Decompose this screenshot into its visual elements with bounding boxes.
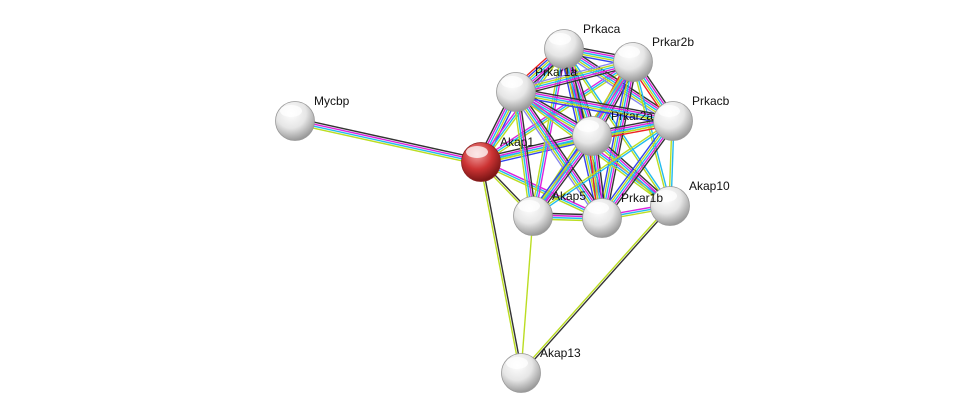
node-highlight [618, 46, 640, 58]
node-prkacb[interactable] [653, 101, 693, 141]
evidence-line-databases [294, 121, 481, 164]
evidence-line-experiments [295, 119, 482, 162]
evidence-line-homology [514, 57, 633, 89]
evidence-line-textmining [479, 163, 602, 221]
node-prkar1a[interactable] [496, 72, 536, 112]
node-prkaca[interactable] [544, 29, 584, 69]
edge-akap1-prkar1b[interactable] [479, 159, 604, 221]
evidence-line-databases [515, 61, 634, 93]
edge-mycbp-akap1[interactable] [294, 117, 482, 166]
evidence-line-coexpression [295, 117, 482, 160]
node-label: Akap13 [540, 346, 581, 360]
node-prkar2a[interactable] [572, 116, 612, 156]
node-akap13[interactable] [501, 353, 541, 393]
evidence-line-textmining [519, 204, 670, 373]
evidence-line-experiments [516, 89, 674, 120]
node-label: Akap5 [552, 189, 586, 203]
evidence-line-coexpression [481, 161, 523, 373]
evidence-line-textmining [512, 92, 531, 217]
node-label: Prkar1b [621, 191, 663, 205]
evidence-line-textmining [520, 215, 534, 374]
node-prkar1b[interactable] [582, 198, 622, 238]
evidence-line-homology [512, 93, 600, 221]
evidence-line-coexpression [516, 87, 674, 118]
node-highlight [655, 190, 677, 202]
evidence-line-textmining [532, 119, 673, 216]
node-label: Prkar2a [611, 109, 653, 123]
evidence-line-databases [601, 120, 674, 219]
evidence-line-experiments [481, 159, 604, 217]
evidence-line-databases [480, 161, 603, 219]
node-highlight [506, 357, 528, 369]
node-akap10[interactable] [650, 186, 690, 226]
edge-prkar2b-prkar1b[interactable] [597, 61, 638, 219]
node-highlight [587, 202, 609, 214]
evidence-line-databases [533, 121, 674, 218]
evidence-line-textmining [515, 93, 673, 124]
node-highlight [518, 200, 540, 212]
node-label: Prkar2b [652, 35, 694, 49]
evidence-line-textmining [599, 119, 672, 218]
node-highlight [549, 33, 571, 45]
evidence-line-databases [601, 61, 634, 219]
node-label: Mycbp [314, 94, 350, 108]
edge-prkar1a-prkacb[interactable] [515, 87, 674, 126]
edge-prkar1a-akap5[interactable] [512, 91, 537, 217]
evidence-line-coexpression [518, 91, 537, 216]
evidence-line-textmining [513, 92, 601, 220]
node-label: Prkar1a [535, 65, 577, 79]
evidence-line-databases [514, 92, 533, 217]
evidence-line-coexpression [518, 89, 606, 217]
node-mycbp[interactable] [275, 101, 315, 141]
evidence-line-experiments [516, 63, 634, 95]
node-label: Prkacb [692, 94, 730, 108]
evidence-line-textmining [294, 123, 481, 166]
evidence-line-experiments [534, 49, 567, 217]
nodes-layer [275, 29, 693, 393]
edge-prkacb-prkar1b[interactable] [598, 118, 677, 221]
evidence-line-cooccurrence [515, 95, 673, 126]
edge-prkar2b-prkar1a[interactable] [514, 57, 635, 97]
node-prkar2b[interactable] [613, 42, 653, 82]
evidence-line-textmining [515, 59, 633, 91]
evidence-line-experiments [516, 91, 535, 216]
evidence-line-cooccurrence [598, 118, 671, 217]
evidence-line-coexpression [605, 62, 638, 219]
evidence-line-experiments [603, 62, 636, 219]
edge-prkar1a-prkar1b[interactable] [512, 89, 606, 221]
evidence-line-textmining [479, 162, 521, 374]
node-highlight [280, 105, 302, 117]
node-akap1[interactable] [461, 142, 501, 182]
node-highlight [577, 120, 599, 132]
evidence-line-coexpression [521, 206, 672, 375]
node-label: Prkaca [583, 22, 621, 36]
node-highlight [466, 146, 488, 158]
edge-akap1-akap13[interactable] [479, 161, 523, 374]
evidence-line-databases [515, 91, 603, 219]
evidence-line-coexpression [516, 65, 635, 97]
edge-akap10-akap13[interactable] [519, 204, 672, 375]
labels-layer: MycbpAkap1PrkacaPrkar2bPrkar1aPrkar2aPrk… [314, 22, 730, 360]
evidence-line-experiments [517, 90, 605, 218]
node-highlight [501, 76, 523, 88]
evidence-line-databases [515, 91, 674, 122]
node-label: Akap10 [689, 179, 730, 193]
evidence-line-coexpression [604, 122, 677, 221]
node-label: Akap1 [500, 135, 534, 149]
node-akap5[interactable] [513, 196, 553, 236]
edge-prkacb-akap5[interactable] [532, 119, 674, 218]
evidence-line-textmining [599, 61, 632, 218]
node-highlight [658, 105, 680, 117]
edge-akap5-akap13[interactable] [520, 215, 534, 374]
evidence-line-experiments [603, 121, 676, 220]
